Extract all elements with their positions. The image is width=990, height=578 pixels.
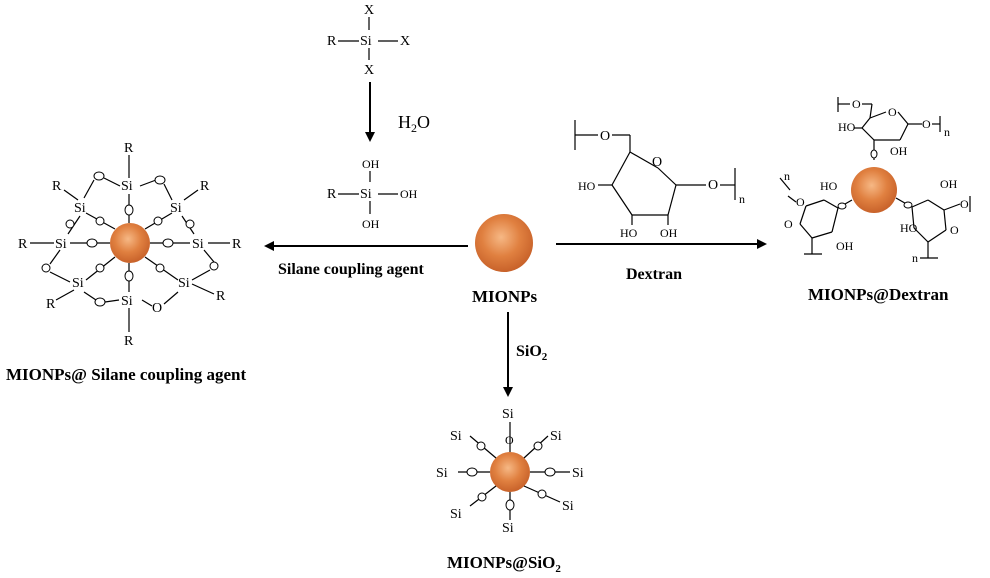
svg-text:Si: Si	[502, 521, 514, 536]
svg-text:Si: Si	[450, 507, 462, 522]
svg-text:Si: Si	[360, 34, 372, 49]
svg-text:O: O	[505, 433, 514, 447]
svg-text:Si: Si	[192, 237, 204, 252]
svg-text:R: R	[200, 179, 210, 194]
svg-text:X: X	[400, 34, 410, 49]
svg-text:R: R	[216, 289, 226, 304]
svg-text:Si: Si	[562, 499, 574, 514]
svg-text:OH: OH	[940, 177, 958, 191]
svg-text:Si: Si	[170, 201, 182, 216]
svg-text:R: R	[52, 179, 62, 194]
svg-text:OH: OH	[362, 157, 380, 171]
silane-particle-core	[110, 223, 150, 263]
svg-text:Si: Si	[550, 429, 562, 444]
right-product-label: MIONPs@Dextran	[808, 285, 949, 304]
svg-text:HO: HO	[620, 226, 638, 240]
svg-text:OH: OH	[362, 217, 380, 231]
silica-coated-particle: Si O Si Si Si Si Si Si Si	[436, 407, 584, 536]
svg-text:Si: Si	[502, 407, 514, 422]
left-arrow-label: Silane coupling agent	[278, 261, 424, 278]
svg-text:Si: Si	[572, 466, 584, 481]
svg-text:O: O	[852, 97, 861, 111]
svg-text:Si: Si	[72, 276, 84, 291]
svg-text:X: X	[364, 63, 374, 78]
svg-text:HO: HO	[820, 179, 838, 193]
svg-text:HO: HO	[838, 120, 856, 134]
dextran-monomer: O O O n HO HO OH	[574, 120, 745, 240]
svg-text:n: n	[912, 251, 918, 265]
water-label: H2O	[398, 112, 430, 135]
svg-text:OH: OH	[890, 144, 908, 158]
svg-text:O: O	[652, 155, 662, 170]
silane-reagent: X R Si X X	[327, 3, 410, 78]
silica-particle-core	[490, 452, 530, 492]
svg-text:X: X	[364, 3, 374, 18]
svg-text:O: O	[600, 129, 610, 144]
svg-text:O: O	[708, 178, 718, 193]
svg-text:O: O	[152, 301, 162, 316]
svg-text:R: R	[18, 237, 28, 252]
svg-text:Si: Si	[436, 466, 448, 481]
svg-text:HO: HO	[578, 179, 596, 193]
svg-text:Si: Si	[121, 294, 133, 309]
down-arrow-label: SiO2	[516, 343, 548, 363]
svg-text:O: O	[888, 105, 897, 119]
svg-text:OH: OH	[660, 226, 678, 240]
left-product-label: MIONPs@ Silane coupling agent	[6, 365, 246, 384]
bottom-product-label: MIONPs@SiO2	[447, 553, 561, 575]
silane-coated-particle: Si Si Si Si Si Si Si Si R R R R R R R R	[18, 141, 242, 349]
dextran-coated-particle: O O O n HO OH O HO OH n	[779, 97, 971, 265]
svg-text:O: O	[796, 195, 805, 209]
center-label: MIONPs	[472, 287, 538, 306]
svg-text:R: R	[327, 34, 337, 49]
svg-text:Si: Si	[55, 237, 67, 252]
svg-text:R: R	[46, 297, 56, 312]
svg-text:O: O	[922, 117, 931, 131]
svg-text:O: O	[784, 217, 793, 231]
svg-text:Si: Si	[360, 187, 372, 202]
svg-text:R: R	[124, 141, 134, 156]
svg-text:Si: Si	[450, 429, 462, 444]
right-arrow-label: Dextran	[626, 266, 682, 283]
svg-text:Si: Si	[74, 201, 86, 216]
svg-text:Si: Si	[121, 179, 133, 194]
svg-text:OH: OH	[400, 187, 418, 201]
dextran-particle-core	[851, 167, 897, 213]
svg-text:n: n	[784, 169, 790, 183]
svg-text:n: n	[739, 192, 745, 206]
svg-text:R: R	[124, 334, 134, 349]
svg-text:n: n	[944, 125, 950, 139]
svg-text:O: O	[950, 223, 959, 237]
svg-text:R: R	[232, 237, 242, 252]
silanol-intermediate: OH R Si OH OH	[327, 157, 418, 231]
svg-text:R: R	[327, 187, 337, 202]
svg-text:OH: OH	[836, 239, 854, 253]
svg-text:HO: HO	[900, 221, 918, 235]
svg-text:O: O	[960, 197, 969, 211]
center-nanoparticle	[475, 214, 533, 272]
svg-text:Si: Si	[178, 276, 190, 291]
